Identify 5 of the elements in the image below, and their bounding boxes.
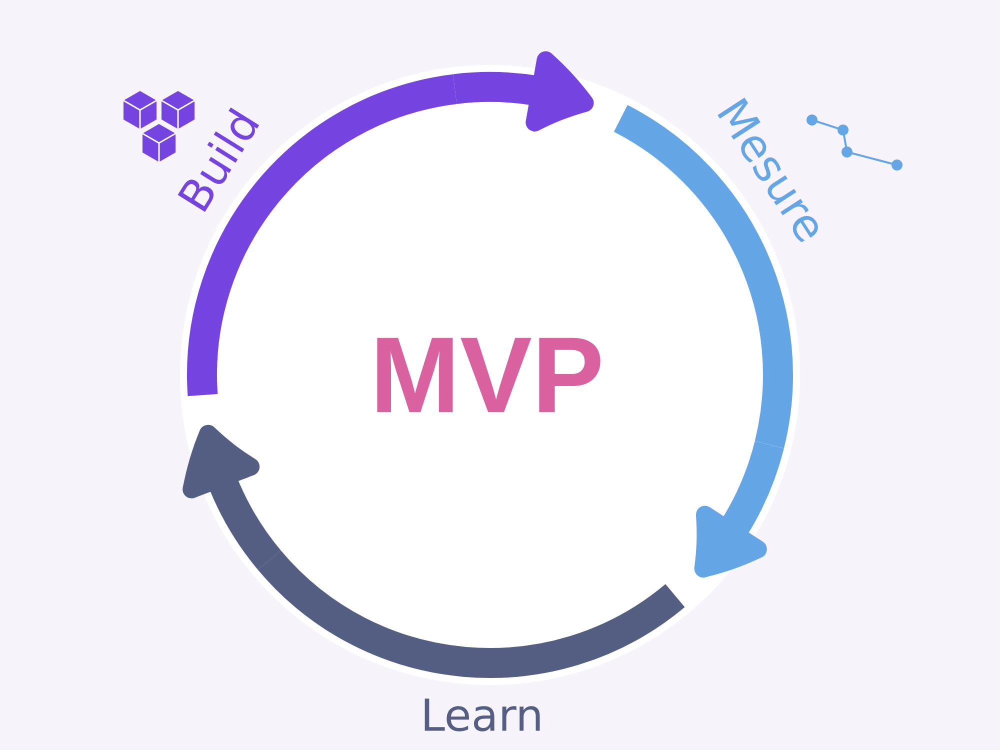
arrow [453,51,594,132]
arrow [694,440,784,578]
center-label: MVP [377,338,600,412]
stage-label: Learn [424,698,540,732]
arrow [182,424,282,570]
